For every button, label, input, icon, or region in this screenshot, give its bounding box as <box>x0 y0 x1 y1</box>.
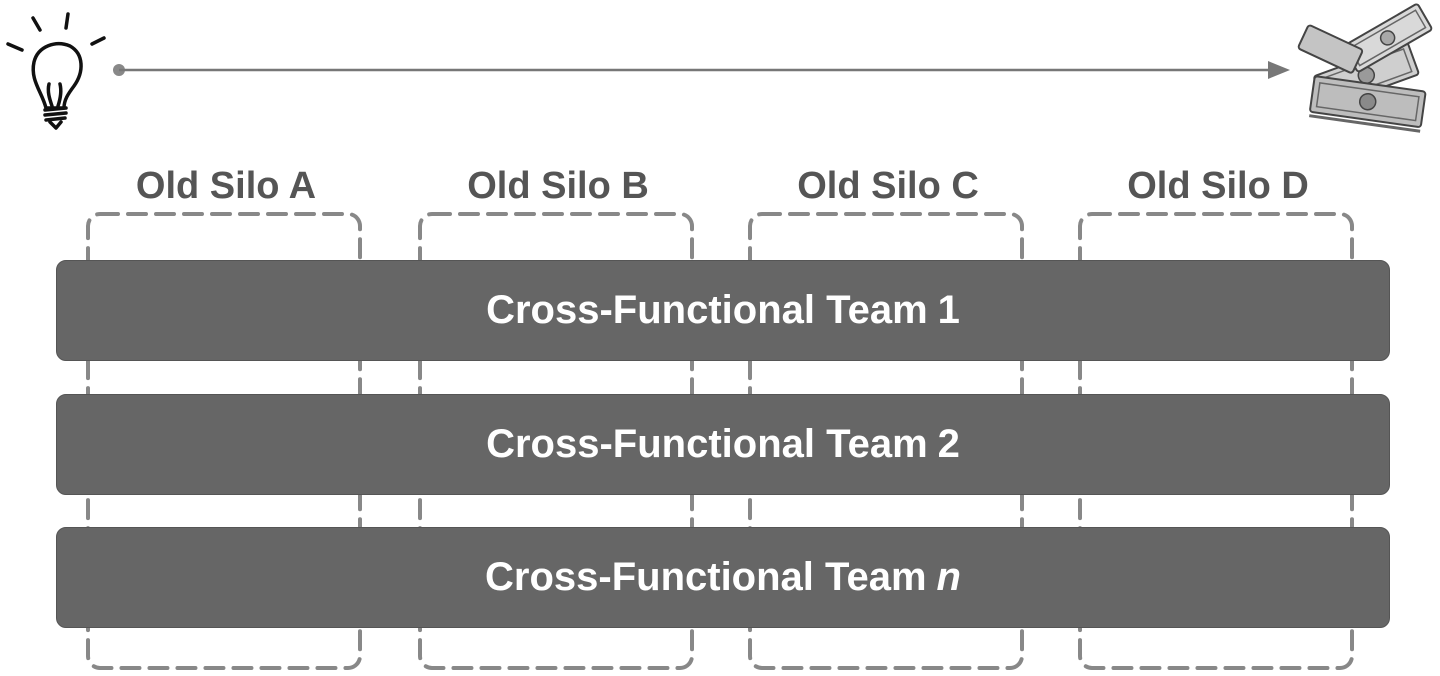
team-number: n <box>936 555 961 599</box>
money-stack-icon <box>1297 3 1433 133</box>
team-name: Cross-Functional Team <box>486 288 928 332</box>
silo-label-b: Old Silo B <box>467 165 649 207</box>
team-number: 1 <box>937 288 960 332</box>
team-name: Cross-Functional Team <box>486 422 928 466</box>
silo-outline-d <box>1078 212 1354 670</box>
silo-outline-c <box>748 212 1024 670</box>
idea-to-revenue-arrow <box>113 61 1290 79</box>
silo-outlines <box>86 212 1354 670</box>
silo-label-c: Old Silo C <box>797 165 979 207</box>
silo-label-d: Old Silo D <box>1127 165 1309 207</box>
silo-label-a: Old Silo A <box>135 165 317 207</box>
silo-outline-a <box>86 212 362 670</box>
team-name: Cross-Functional Team <box>485 555 927 599</box>
team-number: 2 <box>937 422 960 466</box>
silo-outline-b <box>418 212 694 670</box>
lightbulb-icon <box>6 12 106 130</box>
